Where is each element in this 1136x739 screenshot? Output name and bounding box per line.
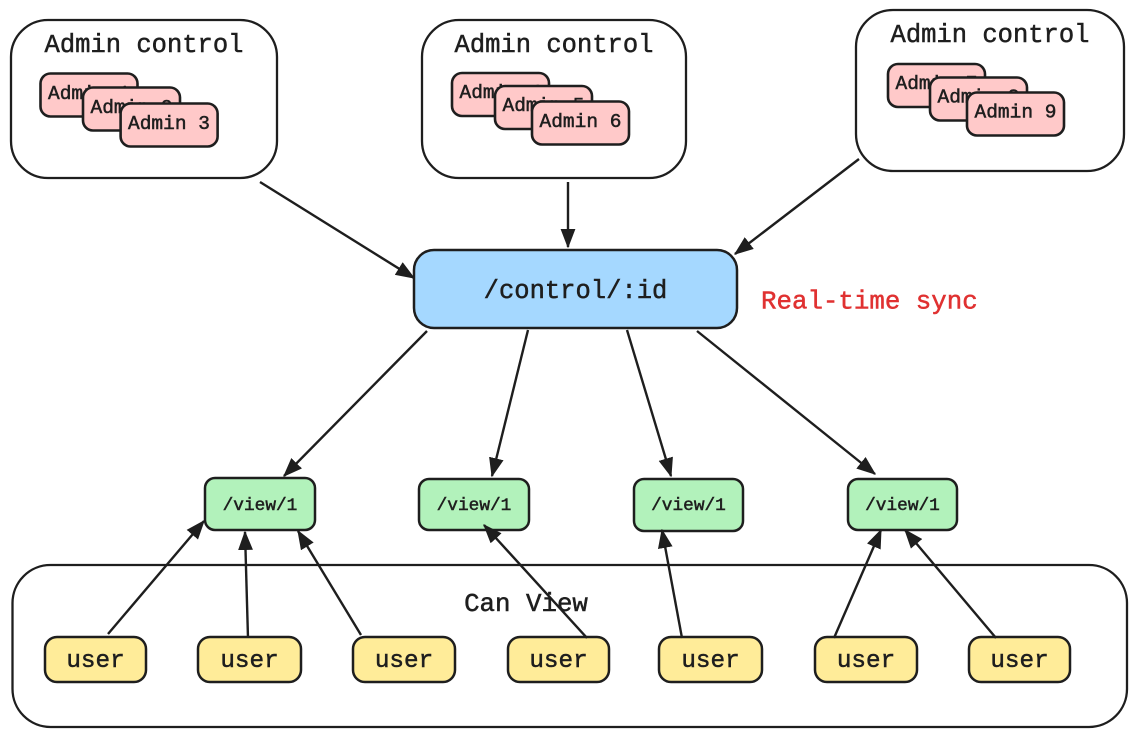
- svg-text:user: user: [220, 648, 278, 675]
- svg-text:Admin 6: Admin 6: [540, 111, 622, 133]
- svg-text:Admin 9: Admin 9: [975, 102, 1057, 124]
- svg-text:user: user: [529, 648, 587, 675]
- svg-text:Can View: Can View: [464, 590, 588, 619]
- svg-text:/view/1: /view/1: [437, 496, 512, 516]
- svg-text:Admin control: Admin control: [45, 31, 244, 60]
- svg-text:/view/1: /view/1: [223, 496, 298, 516]
- svg-text:Admin 3: Admin 3: [128, 113, 210, 135]
- svg-text:user: user: [837, 648, 895, 675]
- svg-text:user: user: [375, 648, 433, 675]
- svg-text:/view/1: /view/1: [865, 496, 940, 516]
- svg-text:user: user: [66, 648, 124, 675]
- svg-text:Admin control: Admin control: [455, 31, 654, 60]
- svg-text:Real-time sync: Real-time sync: [761, 288, 978, 317]
- svg-text:/view/1: /view/1: [651, 496, 726, 516]
- svg-text:Admin control: Admin control: [891, 21, 1090, 50]
- svg-text:/control/:id: /control/:id: [484, 277, 668, 306]
- svg-text:user: user: [990, 648, 1048, 675]
- svg-text:user: user: [681, 648, 739, 675]
